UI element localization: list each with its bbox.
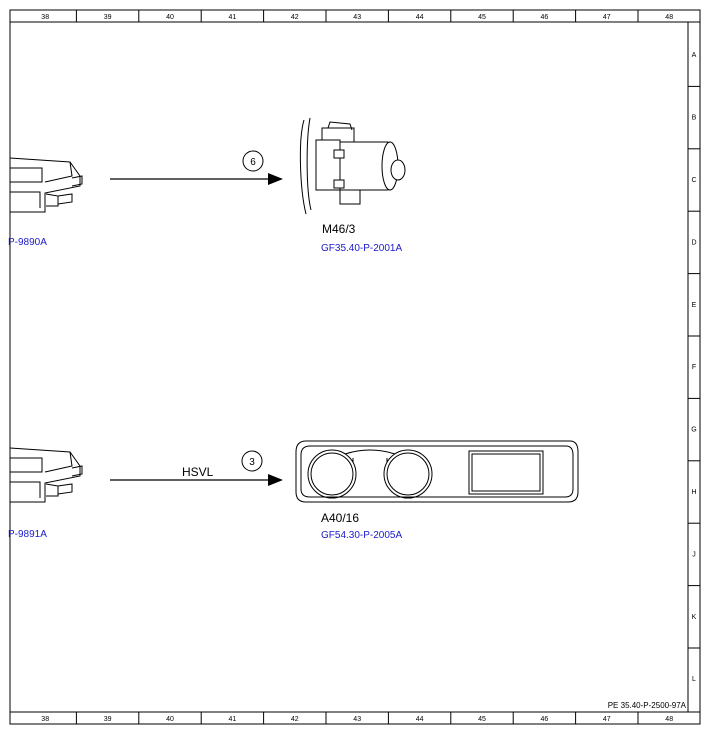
right-ruler-label-D: D xyxy=(691,239,696,246)
component-1-ref[interactable]: GF35.40-P-2001A xyxy=(321,243,402,254)
arrow-1-circle-number: 6 xyxy=(250,157,256,168)
bottom-ruler-label-38: 38 xyxy=(41,716,49,723)
right-ruler: A B C D E F G H J K L xyxy=(688,52,700,683)
arrow-1-circle xyxy=(242,150,264,172)
bottom-ruler-label-45: 45 xyxy=(478,716,486,723)
top-ruler-label-40: 40 xyxy=(166,14,174,21)
top-ruler-label-43: 43 xyxy=(353,14,361,21)
m46-3-motor-drawing xyxy=(299,117,406,215)
top-ruler-label-44: 44 xyxy=(416,14,424,21)
right-ruler-label-E: E xyxy=(692,302,697,309)
component-1-label: M46/3 xyxy=(322,222,356,236)
sheet-frame xyxy=(9,9,701,725)
component-2-label: A40/16 xyxy=(321,511,359,525)
bottom-ruler-label-41: 41 xyxy=(229,716,237,723)
arrow-2-signal: HSVL xyxy=(182,465,214,479)
bottom-ruler-label-43: 43 xyxy=(353,716,361,723)
right-ruler-label-A: A xyxy=(692,52,697,59)
top-ruler: 38 39 40 41 42 43 44 45 46 47 48 xyxy=(41,10,673,22)
arrow-1-head xyxy=(268,173,283,185)
connection-2: P-9891A 3 HSVL A40/16 GF54.30-P-2005A xyxy=(8,440,579,541)
arrow-2-circle xyxy=(241,450,263,472)
left-connector-1-drawing xyxy=(9,157,83,213)
a40-16-cluster-drawing xyxy=(295,440,579,503)
top-ruler-label-48: 48 xyxy=(665,14,673,21)
right-ruler-label-L: L xyxy=(692,676,696,683)
left-connector-1-ref[interactable]: P-9890A xyxy=(8,237,47,248)
top-ruler-label-39: 39 xyxy=(104,14,112,21)
bottom-ruler-label-46: 46 xyxy=(541,716,549,723)
top-ruler-label-42: 42 xyxy=(291,14,299,21)
bottom-ruler: 38 39 40 41 42 43 44 45 46 47 48 xyxy=(41,712,673,724)
component-2-ref[interactable]: GF54.30-P-2005A xyxy=(321,530,402,541)
connection-1: P-9890A 6 M46/3 GF35.40-P-2001A xyxy=(8,117,406,254)
document-id: PE 35.40-P-2500-97A xyxy=(608,701,687,710)
top-ruler-label-38: 38 xyxy=(41,14,49,21)
right-ruler-label-K: K xyxy=(692,614,697,621)
left-connector-2-drawing xyxy=(9,447,83,503)
bottom-ruler-label-39: 39 xyxy=(104,716,112,723)
bottom-ruler-label-40: 40 xyxy=(166,716,174,723)
right-ruler-label-J: J xyxy=(692,551,696,558)
bottom-ruler-label-42: 42 xyxy=(291,716,299,723)
left-connector-2-ref[interactable]: P-9891A xyxy=(8,529,47,540)
right-ruler-label-C: C xyxy=(691,177,696,184)
top-ruler-label-47: 47 xyxy=(603,14,611,21)
right-ruler-label-F: F xyxy=(692,364,696,371)
right-ruler-label-G: G xyxy=(691,427,696,434)
bottom-ruler-label-48: 48 xyxy=(665,716,673,723)
arrow-2-head xyxy=(268,474,283,486)
right-ruler-label-H: H xyxy=(691,489,696,496)
right-ruler-label-B: B xyxy=(692,115,697,122)
top-ruler-label-41: 41 xyxy=(229,14,237,21)
top-ruler-label-46: 46 xyxy=(541,14,549,21)
bottom-ruler-label-47: 47 xyxy=(603,716,611,723)
bottom-ruler-label-44: 44 xyxy=(416,716,424,723)
arrow-2-circle-number: 3 xyxy=(249,457,255,468)
top-ruler-label-45: 45 xyxy=(478,14,486,21)
